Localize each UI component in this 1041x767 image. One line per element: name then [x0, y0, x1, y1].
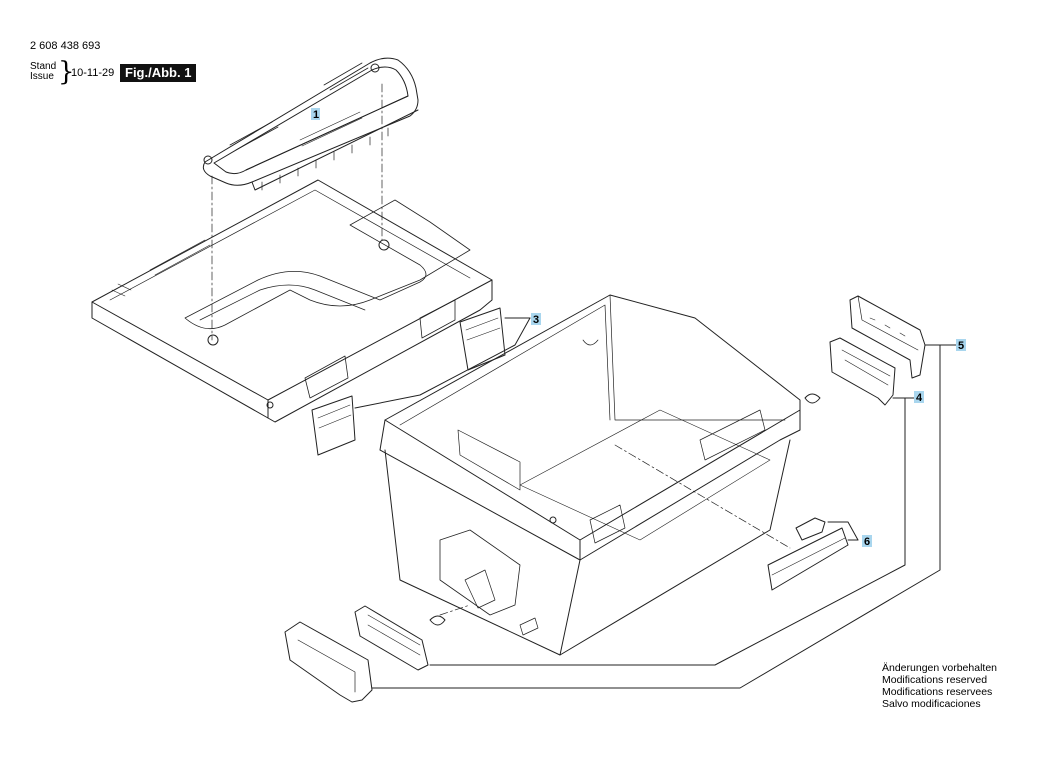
callout-6: 6 [862, 535, 872, 548]
issue-label: Issue [30, 71, 54, 82]
figure-label: Fig./Abb. 1 [120, 64, 197, 82]
issue-date: 10-11-29 [71, 67, 115, 79]
callout-line [354, 317, 531, 409]
callout-line [371, 344, 941, 689]
cover-piece-part [767, 517, 849, 591]
guide-line [439, 604, 471, 616]
brace-symbol: } [58, 57, 75, 87]
callout-1-label: 1 [313, 109, 319, 121]
callout-3-label: 3 [533, 314, 539, 326]
callout-4-label: 4 [916, 392, 923, 404]
stand-label: Stand [30, 61, 57, 72]
note-spanish: Salvo modificaciones [882, 698, 981, 710]
callout-5: 5 [956, 339, 966, 352]
callout-line [827, 521, 859, 541]
note-english: Modifications reserved [882, 674, 988, 686]
callout-3: 3 [531, 313, 541, 326]
note-german: Änderungen vorbehalten [882, 662, 998, 674]
callout-line [429, 397, 906, 666]
handle-part [202, 57, 419, 191]
latch-mechanism-part [804, 337, 896, 406]
front-latch-assembly [284, 605, 446, 703]
callout-4: 4 [914, 391, 924, 404]
part-number: 2 608 438 693 [30, 40, 101, 52]
note-french: Modifications reservees [882, 686, 993, 698]
stand-issue-block: Stand Issue } [30, 59, 75, 85]
end-cap-part [849, 295, 926, 379]
lid-part [91, 179, 493, 423]
modifications-notice: Änderungen vorbehalten Modifications res… [882, 662, 997, 710]
callout-1: 1 [311, 108, 320, 121]
box-part [379, 294, 801, 656]
latch-clip-part [311, 307, 506, 456]
callout-5-label: 5 [958, 340, 964, 352]
callout-6-label: 6 [864, 536, 870, 548]
guide-line [614, 444, 791, 549]
